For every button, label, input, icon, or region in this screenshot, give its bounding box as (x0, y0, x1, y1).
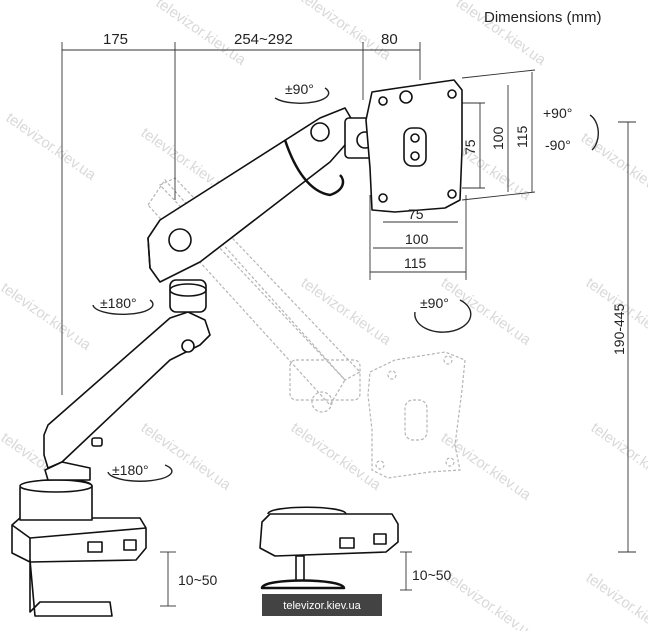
lower-arm (43, 311, 211, 469)
vesa-v115: 115 (514, 125, 530, 148)
clamp-right-range: 10~50 (412, 567, 452, 583)
vesa-v100: 100 (490, 126, 506, 150)
diagram-title: Dimensions (mm) (484, 9, 602, 26)
base-rotate-label: ±180° (112, 462, 149, 478)
dim-254-292: 254~292 (234, 31, 293, 48)
vesa-v75: 75 (462, 139, 478, 155)
watermark: televizor.kiev.ua (583, 569, 648, 631)
watermark: televizor.kiev.ua (298, 0, 395, 64)
base-plate-right (259, 513, 399, 557)
footer-badge-bg (262, 594, 382, 616)
watermark: televizor.kiev.ua (298, 274, 395, 349)
watermark: televizor.kiev.ua (578, 129, 648, 204)
rotation-arrows (92, 87, 599, 482)
watermark: televizor.kiev.ua (138, 419, 235, 494)
tilt-up-label: +90° (543, 105, 572, 121)
vesa-h100: 100 (405, 231, 429, 247)
tilt-down-label: -90° (545, 137, 571, 153)
watermark: televizor.kiev.ua (438, 429, 535, 504)
vesa-rotate-label: ±90° (420, 295, 449, 311)
watermark: televizor.kiev.ua (288, 419, 385, 494)
clamp-left (29, 559, 113, 617)
elbow-rotate-label: ±180° (100, 295, 137, 311)
ghost-arm-position (147, 177, 466, 479)
vesa-h75: 75 (408, 206, 424, 222)
footer-badge: televizor.kiev.ua (283, 600, 361, 612)
dimension-lines (61, 42, 636, 607)
monitor-arm (11, 79, 463, 617)
dim-80: 80 (381, 31, 398, 48)
height-range-label: 190-445 (611, 303, 627, 355)
clamp-left-range: 10~50 (178, 572, 218, 588)
watermark: televizor.kiev.ua (588, 419, 648, 494)
watermark: televizor.kiev.ua (443, 569, 540, 631)
swivel-top-label: ±90° (285, 81, 314, 97)
watermark: televizor.kiev.ua (438, 274, 535, 349)
watermark: televizor.kiev.ua (3, 109, 100, 184)
vesa-h115: 115 (404, 255, 427, 271)
dim-175: 175 (103, 31, 128, 48)
watermark: televizor.kiev.ua (0, 279, 95, 354)
